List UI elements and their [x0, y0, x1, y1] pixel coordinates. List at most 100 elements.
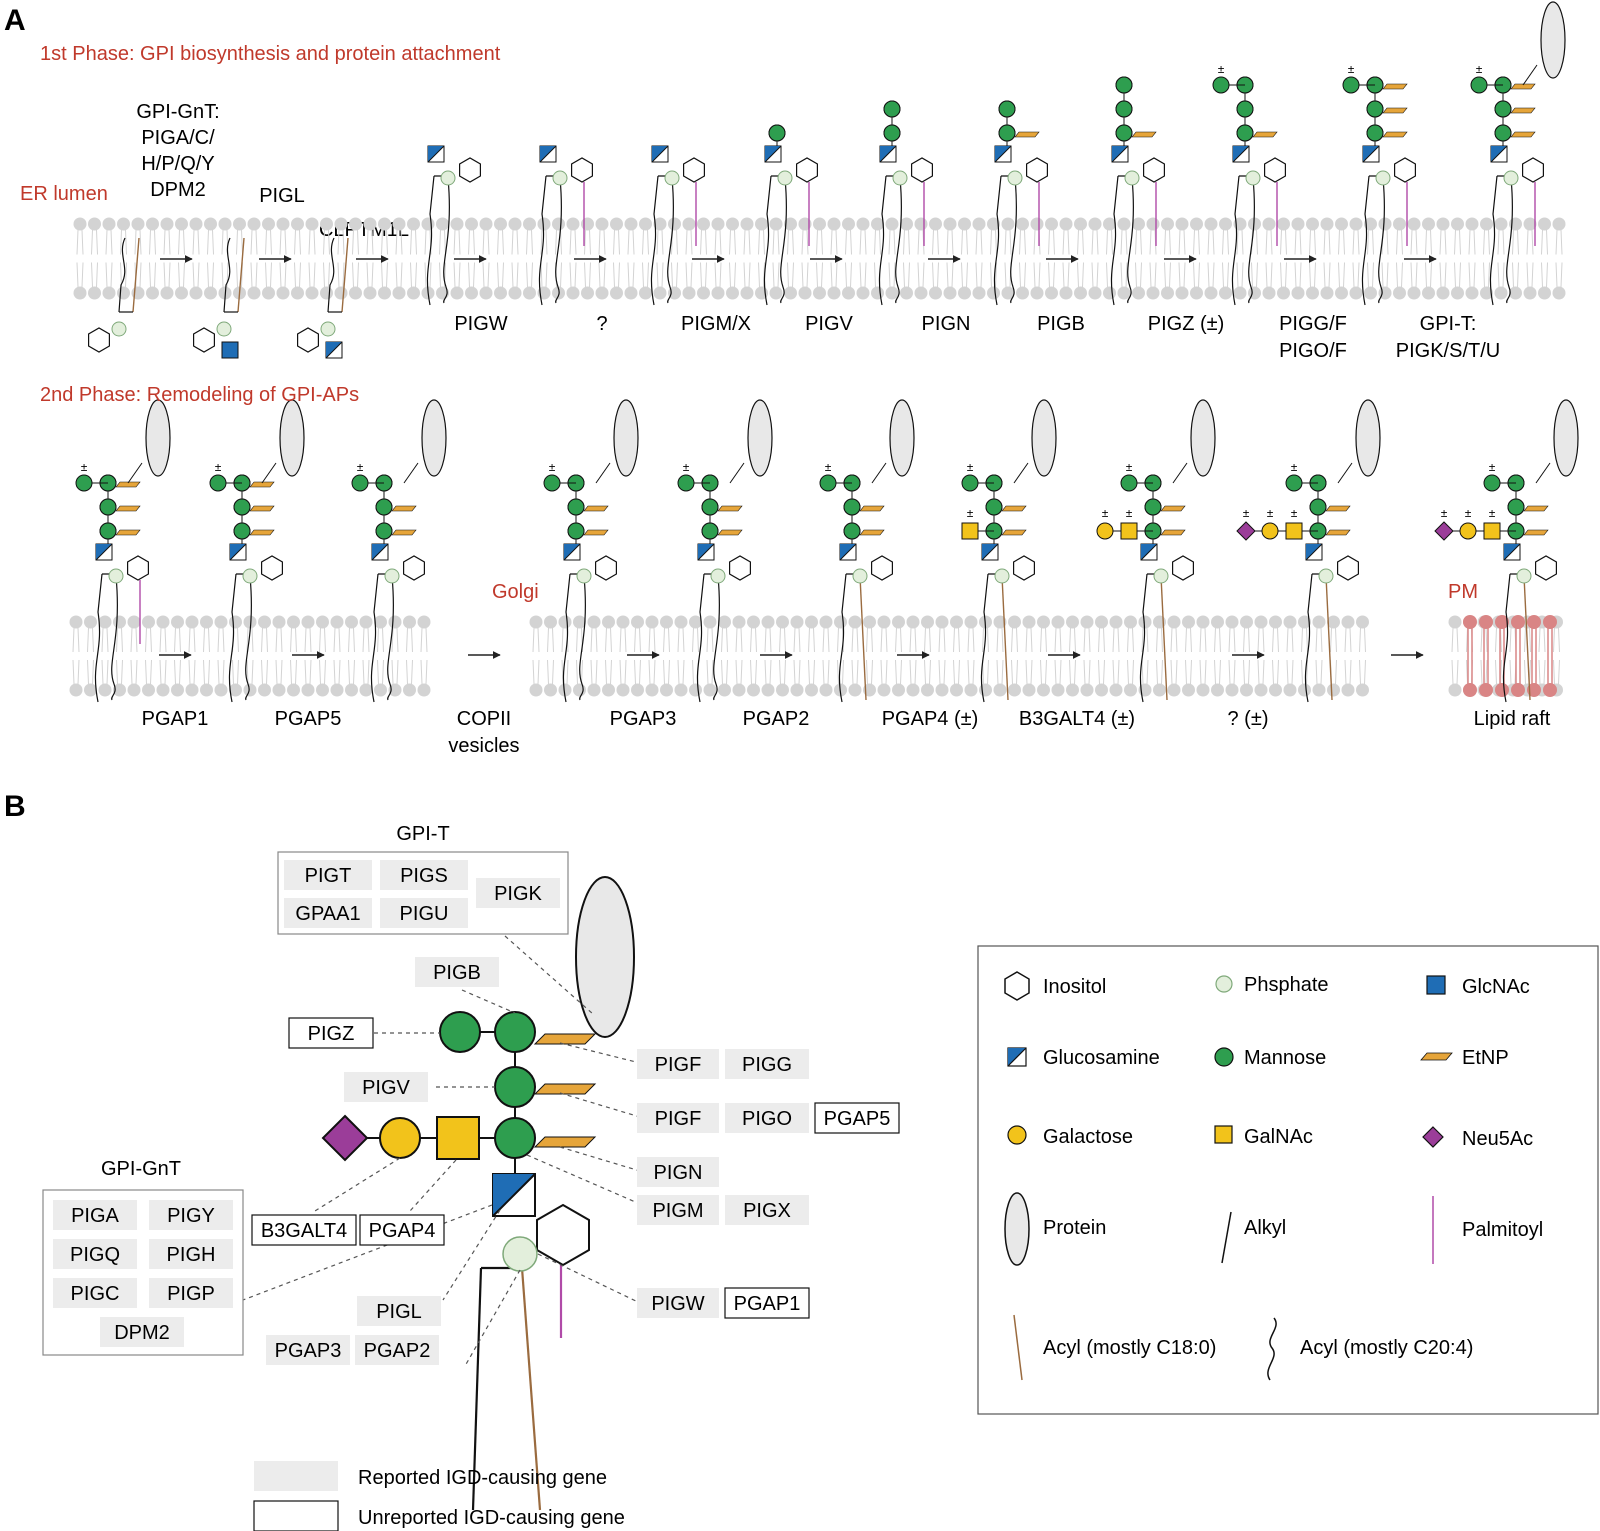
er-lipid-head	[726, 286, 739, 300]
lipid-raft-label: Lipid raft	[1474, 708, 1551, 730]
golgi-lipid-tail	[304, 659, 312, 685]
protein	[889, 399, 915, 477]
golgi-lipid-tail	[547, 627, 554, 653]
etnp	[717, 529, 743, 536]
golgi-lipid-head	[616, 683, 630, 697]
etnp	[1131, 131, 1157, 138]
mannose	[209, 474, 227, 492]
golgi-lipid-head	[1008, 683, 1021, 697]
golgi-lipid-tail	[880, 659, 888, 685]
golgi-lipid-tail	[1011, 627, 1018, 653]
golgi-lipid-head	[1022, 615, 1036, 629]
golgi-lipid-tail	[982, 627, 989, 653]
legend-galactose-icon	[1007, 1125, 1027, 1145]
golgi-lipid-head	[732, 615, 746, 629]
er-lipid-tail	[1048, 229, 1055, 255]
golgi-lipid-head	[1196, 683, 1210, 697]
er-lipid-tail	[555, 229, 562, 255]
golgi-lipid-head	[374, 615, 387, 629]
gene-b3galt4: B3GALT4	[261, 1220, 347, 1242]
er-lipid-head	[1335, 286, 1348, 300]
golgi-lipid-tail	[362, 627, 370, 653]
galnac	[1285, 522, 1303, 540]
er-lipid-head	[784, 286, 797, 300]
er-lipid-tail	[1352, 262, 1360, 288]
golgi-lipid-head	[1080, 683, 1094, 697]
er-lipid-head	[88, 217, 101, 231]
er-lipid-head	[1335, 217, 1348, 231]
optional-marker: ±	[1348, 62, 1355, 76]
pm-lipid-tail	[1509, 659, 1517, 685]
er-lipid-head	[1059, 286, 1073, 300]
gene-box-pigb	[415, 957, 499, 987]
mannose	[375, 522, 393, 540]
er-lipid-tail	[584, 262, 591, 288]
er-lipid-head	[494, 217, 507, 231]
golgi-lipid-head	[993, 683, 1007, 697]
er-lipid-head	[885, 217, 899, 231]
golgi-lipid-tail	[547, 659, 554, 685]
er-lipid-tail	[990, 262, 997, 288]
golgi-label: Golgi	[492, 581, 539, 603]
mannose	[701, 498, 719, 516]
pm-lipid-tail	[1524, 627, 1531, 653]
gene-box-pigv	[344, 1072, 428, 1102]
protein-link	[595, 462, 611, 484]
er-lipid-tail	[134, 229, 142, 255]
golgi-lipid-tail	[348, 627, 355, 653]
er-lipid-head	[1393, 286, 1406, 300]
golgi-lipid-tail	[619, 627, 627, 653]
golgi-lipid-head	[1167, 683, 1181, 697]
legend-galnac-icon	[1214, 1125, 1233, 1144]
phosphate	[384, 568, 400, 584]
er-lipid-head	[102, 286, 116, 300]
er-lipid-tail	[250, 262, 258, 288]
golgi-lipid-tail	[1156, 627, 1163, 653]
golgi-lipid-tail	[159, 659, 167, 685]
er-lipid-tail	[1091, 262, 1099, 288]
acyl-chain	[667, 177, 674, 304]
er-lipid-tail	[540, 229, 548, 255]
er-lipid-tail	[366, 229, 374, 255]
gpignt-label-3: H/P/Q/Y	[141, 153, 214, 175]
gene-box-pigh	[149, 1239, 233, 1269]
golgi-lipid-tail	[275, 659, 283, 685]
golgi-lipid-tail	[750, 659, 757, 685]
golgi-lipid-head	[848, 615, 862, 629]
gene-box-pgap2	[355, 1335, 439, 1365]
golgi-lipid-head	[718, 683, 731, 697]
er-lipid-tail	[1410, 262, 1418, 288]
er-lipid-head	[204, 217, 217, 231]
er-lipid-head	[175, 217, 188, 231]
er-lipid-head	[1291, 217, 1305, 231]
er-lipid-head	[1291, 286, 1305, 300]
er-lipid-tail	[323, 229, 330, 255]
er-lipid-head	[987, 286, 1000, 300]
alkyl-chain	[993, 175, 1002, 306]
er-lipid-head	[1320, 217, 1334, 231]
er-lipid-head	[276, 217, 290, 231]
golgi-lipid-tail	[750, 627, 757, 653]
golgi-lipid-head	[1037, 683, 1050, 697]
golgi-lipid-head	[1066, 615, 1079, 629]
er-lipid-head	[1552, 286, 1566, 300]
er-lipid-tail	[149, 262, 156, 288]
enzyme-b3galt4: B3GALT4 (±)	[1019, 708, 1135, 730]
er-lipid-head	[697, 217, 710, 231]
er-lipid-head	[146, 286, 159, 300]
golgi-lipid-head	[84, 683, 97, 697]
golgi-lipid-tail	[72, 659, 80, 685]
golgi-lipid-tail	[634, 627, 641, 653]
protein-link	[1337, 462, 1353, 484]
acyl-chain	[245, 575, 252, 701]
golgi-lipid-tail	[634, 659, 641, 685]
protein	[575, 876, 635, 1038]
er-lipid-head	[1436, 286, 1450, 300]
golgi-lipid-tail	[1054, 627, 1062, 653]
mannose	[961, 474, 979, 492]
golgi-lipid-tail	[938, 627, 946, 653]
protein	[747, 399, 773, 477]
er-lipid-head	[73, 217, 87, 231]
golgi-lipid-tail	[1315, 659, 1323, 685]
golgi-lipid-head	[1298, 615, 1311, 629]
